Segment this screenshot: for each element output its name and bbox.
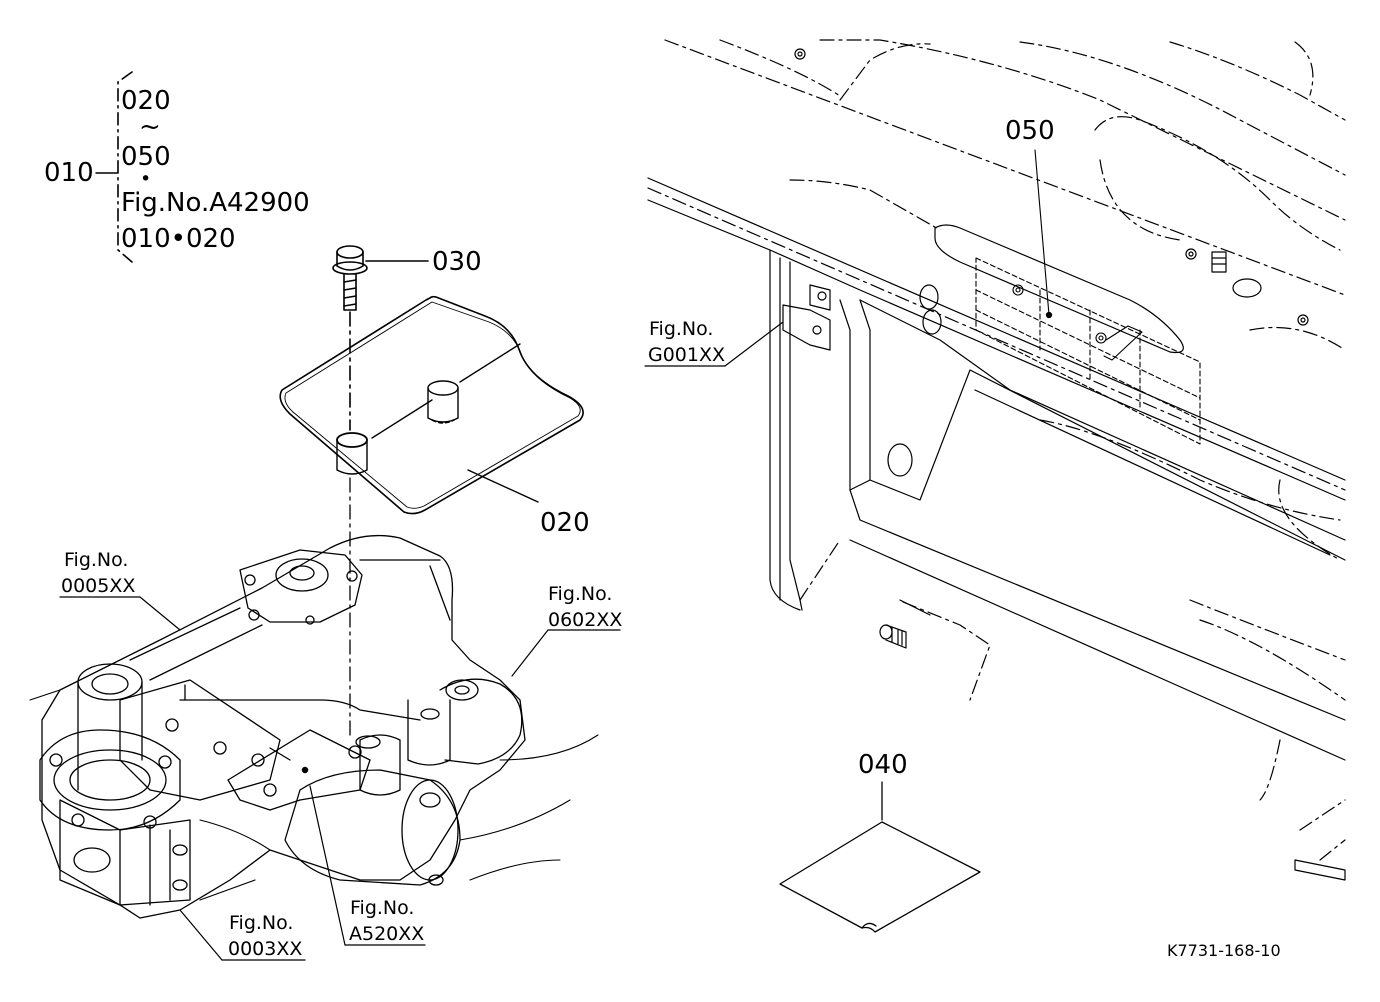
- group-item-end: 050: [121, 142, 171, 172]
- engine-assembly: [30, 478, 598, 918]
- fig-ref-0005-title: Fig.No.: [64, 549, 129, 571]
- fig-ref-a520-number: A520XX: [349, 923, 425, 945]
- fig-ref-0005-number: 0005XX: [61, 575, 136, 597]
- part-number-030: 030: [432, 247, 482, 277]
- label-sheet-040: [780, 782, 980, 932]
- left-leaders: [60, 597, 620, 960]
- fig-ref-0602-title: Fig.No.: [548, 583, 613, 605]
- fig-ref-0003-number: 0003XX: [228, 938, 303, 960]
- group-range-tilde: ~: [139, 112, 161, 142]
- part-number-040: 040: [858, 750, 908, 780]
- drawing-code: K7731-168-10: [1167, 941, 1281, 960]
- group-item-start: 020: [121, 86, 171, 116]
- fig-ref-0602-number: 0602XX: [548, 609, 623, 631]
- fig-ref-g001-title: Fig.No.: [649, 318, 714, 340]
- vehicle-body: [648, 40, 1345, 880]
- group-bullet: •: [140, 168, 152, 190]
- mat-020: [280, 297, 583, 514]
- part-number-020: 020: [540, 508, 590, 538]
- decal-050: [976, 150, 1200, 444]
- fig-ref-0003-title: Fig.No.: [229, 912, 294, 934]
- group-bracket: [96, 72, 132, 262]
- fig-ref-g001-number: G001XX: [648, 344, 726, 366]
- g001-leader: [645, 322, 783, 366]
- fig-ref-a520-title: Fig.No.: [350, 897, 415, 919]
- part-number-050: 050: [1005, 116, 1055, 146]
- group-parent-number: 010: [44, 158, 94, 188]
- bolt-030: [333, 246, 428, 430]
- group-figure-items: 010•020: [121, 224, 236, 254]
- group-figure-ref: Fig.No.A42900: [121, 188, 310, 218]
